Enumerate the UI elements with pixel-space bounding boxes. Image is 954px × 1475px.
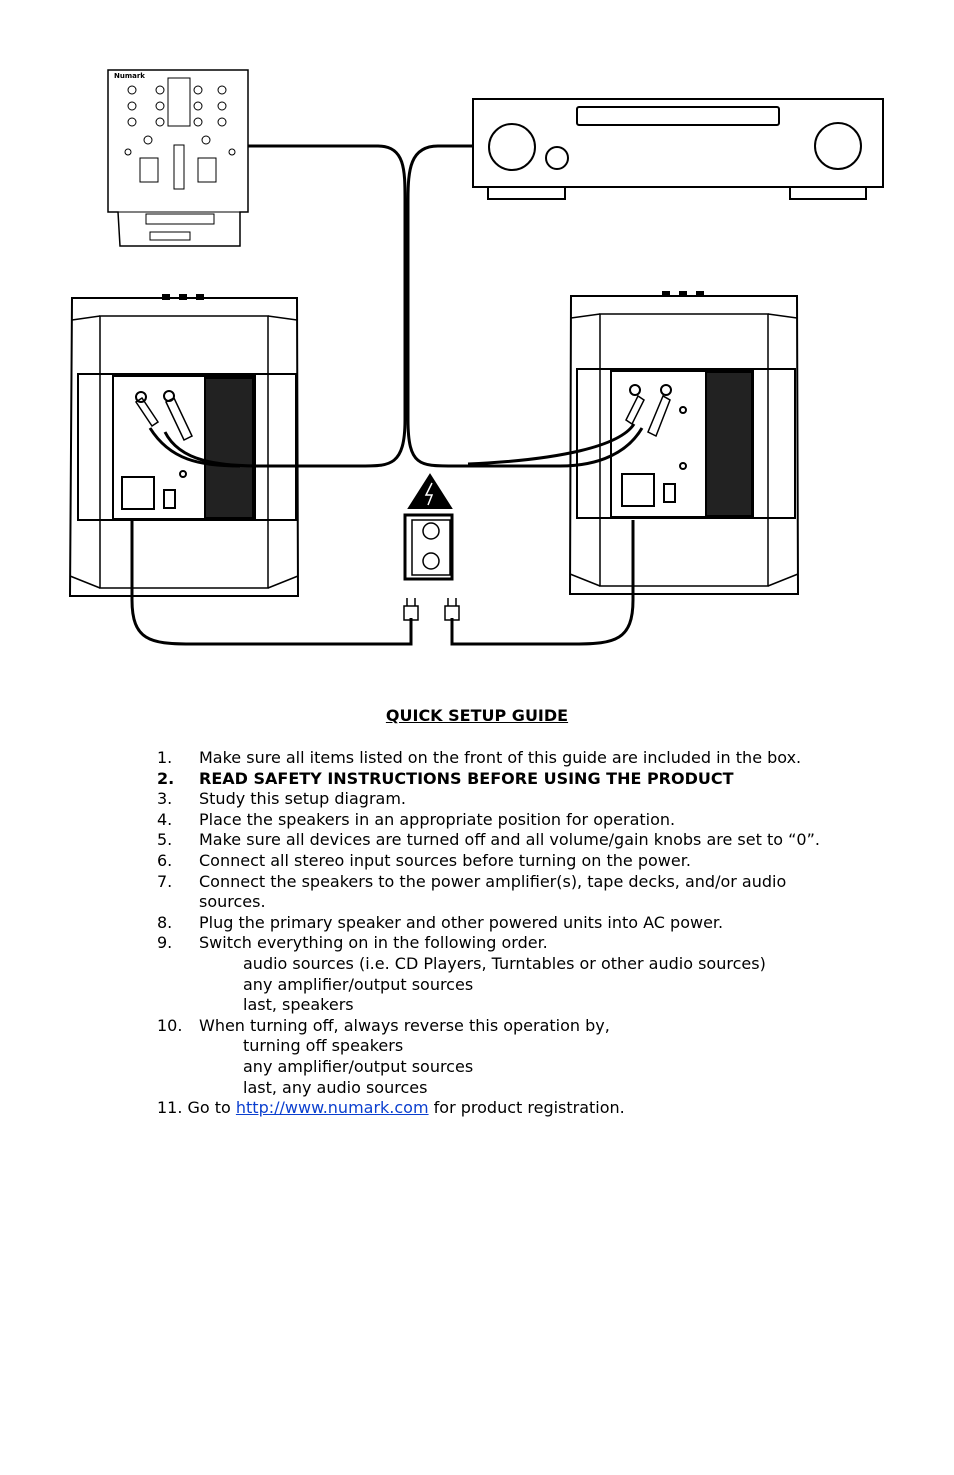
power-amplifier [472,98,884,200]
step-7: 7. Connect the speakers to the power amp… [157,871,787,891]
guide-title: QUICK SETUP GUIDE [385,706,569,725]
dj-mixer: Numark [107,69,249,247]
step-6: 6. Connect all stereo input sources befo… [157,850,691,870]
step-11: 11. Go to http://www.numark.com for prod… [157,1098,625,1118]
step-9-sub-3: last, speakers [243,995,354,1015]
step-4: 4. Place the speakers in an appropriate … [157,809,676,829]
step-10-sub-3: last, any audio sources [243,1077,428,1097]
step-7-continued: sources. [199,892,266,912]
step-9-sub-1: audio sources (i.e. CD Players, Turntabl… [243,953,766,973]
step-9-sub-2: any amplifier/output sources [243,974,474,994]
registration-link[interactable]: http://www.numark.com [235,1098,429,1118]
audio-cables [148,144,644,468]
setup-steps: 1. Make sure all items listed on the fro… [157,748,917,1119]
warning-icon [407,473,453,509]
step-10-sub-1: turning off speakers [243,1036,404,1056]
wall-outlet [403,513,454,581]
power-plugs [403,598,460,621]
step-11-suffix: for product registration. [433,1098,625,1118]
step-3: 3. Study this setup diagram. [157,789,407,809]
step-2: 2. READ SAFETY INSTRUCTIONS BEFORE USING… [157,768,734,788]
step-11-prefix: Go to [187,1098,231,1118]
step-1: 1. Make sure all items listed on the fro… [157,748,802,767]
power-cables [130,520,635,646]
step-10-sub-2: any amplifier/output sources [243,1056,474,1076]
right-speaker [568,291,800,595]
step-9: 9. Switch everything on in the following… [157,933,548,953]
left-speaker [68,294,300,597]
step-5: 5. Make sure all devices are turned off … [157,830,820,850]
setup-diagram: Numark [68,69,884,646]
step-10: 10. When turning off, always reverse thi… [157,1015,610,1035]
rca-plugs [134,394,671,442]
mixer-brand: Numark [114,72,145,80]
step-8: 8. Plug the primary speaker and other po… [157,912,724,932]
